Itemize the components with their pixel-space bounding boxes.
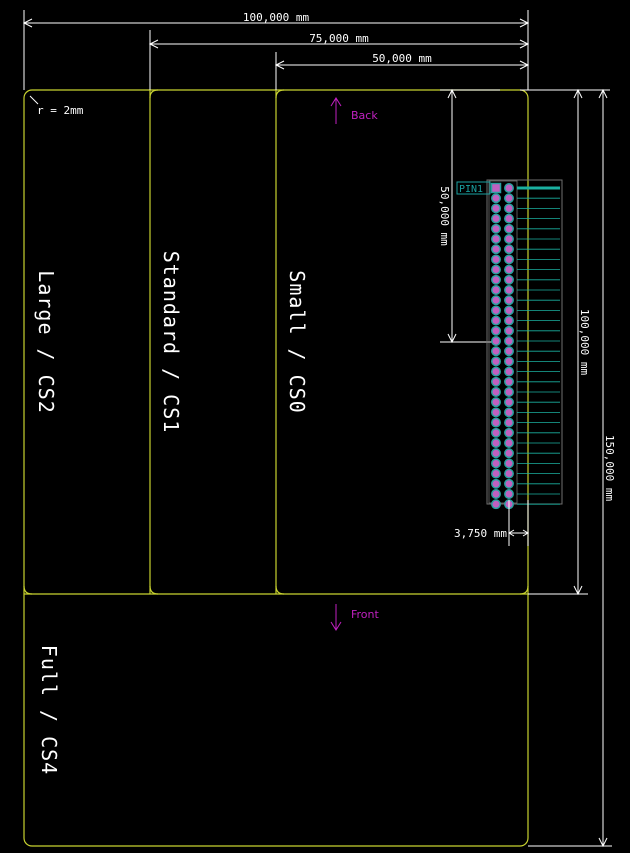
- dim-pin-offset: 3,750 mm: [454, 527, 507, 540]
- pin-pad: [504, 387, 514, 397]
- pin-pad: [491, 274, 501, 285]
- pin-pad: [491, 468, 501, 479]
- dim-height-small: 100,000 mm: [578, 309, 591, 376]
- pin-pad: [491, 315, 501, 326]
- dim-width-large: 100,000 mm: [243, 11, 310, 24]
- top-dimensions: [22, 10, 530, 90]
- pin-pad: [504, 397, 514, 408]
- pin-pad-square: [490, 182, 502, 194]
- pin-pad: [504, 254, 514, 265]
- pin-pad: [504, 489, 514, 499]
- pin-pad: [504, 285, 514, 295]
- corner-arc-large-bottom: [23, 585, 33, 595]
- board-label-small: Small / CS0: [285, 270, 309, 413]
- pin-pad: [504, 244, 514, 255]
- pin-pad: [491, 223, 501, 234]
- pin-pad: [504, 305, 514, 316]
- board-label-large: Large / CS2: [34, 270, 58, 413]
- pin-pad: [491, 285, 501, 295]
- dim-width-small: 50,000 mm: [372, 52, 432, 65]
- pin-pad: [491, 478, 501, 489]
- pin-pad: [491, 264, 501, 275]
- pin-pad: [504, 356, 514, 367]
- pin-pad: [504, 366, 514, 377]
- corner-arc-small-top: [275, 89, 285, 99]
- pin-pad: [491, 213, 501, 224]
- pin-pad: [491, 203, 501, 214]
- corner-arc-small-bottom: [275, 585, 285, 595]
- pin-pad: [491, 458, 501, 469]
- pin-pad: [491, 234, 501, 244]
- dim-height-full: 150,000 mm: [603, 435, 616, 502]
- pin-pad: [491, 366, 501, 377]
- pin-pad: [491, 325, 501, 336]
- pin-pad: [504, 336, 514, 346]
- corner-radius-label: r = 2mm: [37, 104, 84, 117]
- back-arrow-icon: [330, 97, 342, 124]
- pin-pad: [504, 295, 514, 306]
- pin-pad: [491, 417, 501, 428]
- pin-pad: [504, 478, 514, 489]
- pin-pad: [504, 325, 514, 336]
- pin-pad: [491, 407, 501, 418]
- corner-arc-right-bottom: [519, 585, 529, 595]
- corner-arc-standard-top: [149, 89, 159, 99]
- board-label-full: Full / CS4: [37, 645, 61, 775]
- pin-pad: [491, 193, 501, 204]
- pin-pad: [504, 376, 514, 387]
- edge-traces: [517, 186, 560, 505]
- front-arrow-icon: [330, 604, 342, 631]
- pin-pad: [504, 458, 514, 469]
- corner-radius-leader: [29, 95, 39, 105]
- pin-pad: [504, 468, 514, 479]
- pin-pad: [491, 448, 501, 459]
- pin-offset-dimension: [508, 500, 529, 546]
- dim-width-standard: 75,000 mm: [309, 32, 369, 45]
- pin-pad: [504, 203, 514, 214]
- pin-pad: [491, 346, 501, 357]
- pin-pad: [504, 264, 514, 275]
- pin-pad: [491, 499, 501, 510]
- pin-pad: [491, 336, 501, 346]
- pin-pad: [491, 254, 501, 265]
- pin-pad: [491, 356, 501, 367]
- pin-pad: [504, 193, 514, 204]
- pin-pad: [491, 489, 501, 499]
- pin-pad: [504, 183, 514, 193]
- pin-pad: [491, 376, 501, 387]
- pin-pad: [504, 213, 514, 224]
- pin-pad: [504, 438, 514, 448]
- pin-pad: [504, 223, 514, 234]
- pin-pad: [504, 407, 514, 418]
- pin1-label-box: [456, 181, 491, 195]
- pin-pad: [504, 234, 514, 244]
- pin-pad: [491, 438, 501, 448]
- pin-pad: [504, 427, 514, 438]
- corner-arc-standard-bottom: [149, 585, 159, 595]
- pin1-label: PIN1: [459, 184, 483, 195]
- dim-connector-offset: 50,000 mm: [438, 186, 451, 246]
- pin-header-body: [488, 180, 518, 504]
- pin-pad: [491, 305, 501, 316]
- connector-footprint: PIN1: [456, 179, 563, 510]
- pin-pad: [491, 427, 501, 438]
- board-label-standard: Standard / CS1: [159, 251, 183, 434]
- pin-pad: [504, 417, 514, 428]
- pin-pad: [504, 274, 514, 285]
- pin-pad: [504, 346, 514, 357]
- right-dimensions: [520, 88, 612, 848]
- pin-pad: [504, 448, 514, 459]
- pin-pad: [504, 315, 514, 326]
- pin-pad: [491, 244, 501, 255]
- pin-pads: [490, 182, 514, 510]
- pin-pad: [491, 397, 501, 408]
- pin-pad: [491, 295, 501, 306]
- back-label: Back: [351, 109, 378, 122]
- pin-pad: [491, 387, 501, 397]
- front-label: Front: [351, 608, 380, 621]
